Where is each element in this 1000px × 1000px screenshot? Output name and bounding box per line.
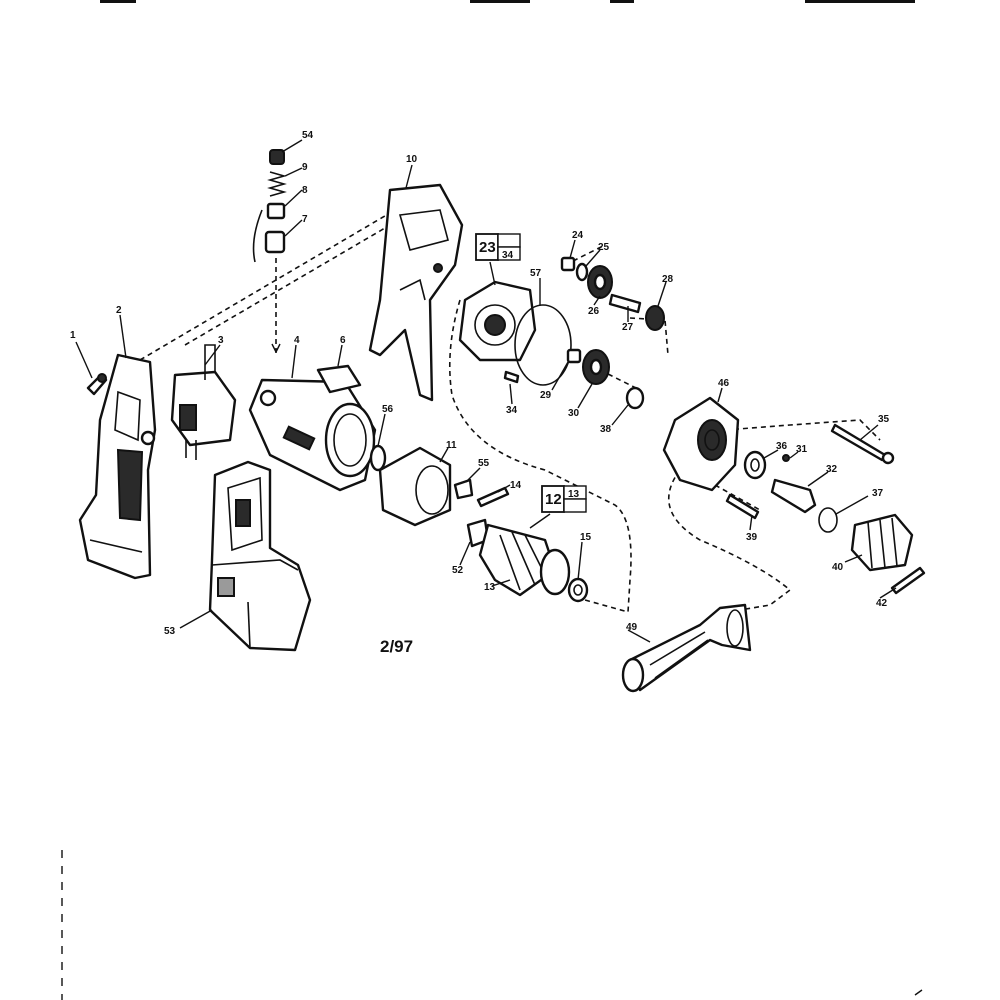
part-30-gear [582, 349, 610, 385]
callout-10: 10 [406, 154, 418, 165]
callout-55: 55 [478, 458, 490, 469]
callout-36: 36 [776, 441, 788, 452]
crop-marks [61, 850, 923, 1000]
part-24-bushing [560, 256, 576, 272]
callout-35: 35 [878, 414, 890, 425]
callout-leaders [75, 139, 897, 643]
part-40-chuck [850, 513, 914, 572]
part-4-motor-housing [248, 378, 377, 492]
callout-28: 28 [662, 274, 674, 285]
part-11-field-magnet [378, 446, 452, 527]
callout-56: 56 [382, 404, 394, 415]
callout-32: 32 [826, 464, 838, 475]
callout-49: 49 [626, 622, 638, 633]
callout-numbers: 1 2 3 4 6 54 9 8 7 10 11 56 55 14 15 52 … [70, 130, 890, 637]
part-53-battery [208, 460, 312, 652]
kit-12-sub-number: 13 [568, 489, 580, 500]
callout-14: 14 [510, 480, 522, 491]
callout-3: 3 [218, 335, 224, 346]
part-55-clip [453, 478, 474, 500]
part-31-pin [782, 454, 790, 462]
callout-4: 4 [294, 335, 300, 346]
part-14-screw [476, 486, 510, 508]
callout-6: 6 [340, 335, 346, 346]
part-15-bearing [567, 577, 589, 603]
part-37-ring [818, 507, 838, 533]
part-2-handle-housing [78, 353, 157, 580]
part-27-shaft [608, 293, 642, 314]
callout-52: 52 [452, 565, 464, 576]
callout-15: 15 [580, 532, 592, 543]
callout-40: 40 [832, 562, 844, 573]
part-54-cap [269, 149, 285, 165]
callout-39: 39 [746, 532, 758, 543]
callout-57: 57 [530, 268, 542, 279]
part-39-screw [725, 493, 760, 520]
part-23-gear-plate [458, 280, 537, 362]
kit-12-main-number: 12 [545, 491, 562, 508]
callout-13: 13 [484, 582, 496, 593]
cropped-header-marks [100, 0, 915, 3]
part-35-screw [830, 423, 895, 465]
part-1-screw [86, 373, 108, 396]
callout-30: 30 [568, 408, 580, 419]
part-56-ring [369, 444, 387, 472]
part-13-armature [478, 523, 571, 597]
callout-9: 9 [302, 162, 308, 173]
date-code: 2/97 [380, 637, 413, 656]
kit-box-12-13: 12 13 [529, 485, 587, 529]
part-7-brush [252, 209, 286, 355]
kit-23-sub-number: 34 [502, 250, 514, 261]
kit-23-main-number: 23 [479, 239, 496, 256]
callout-27: 27 [622, 322, 634, 333]
callout-1: 1 [70, 330, 76, 341]
callout-29: 29 [540, 390, 552, 401]
callout-8: 8 [302, 185, 308, 196]
part-42-chuck-key [890, 566, 926, 595]
callout-7: 7 [302, 214, 308, 225]
callout-38: 38 [600, 424, 612, 435]
callout-37: 37 [872, 488, 884, 499]
part-36-bearing [743, 450, 767, 480]
part-38-bearing [625, 386, 645, 410]
callout-31: 31 [796, 444, 808, 455]
part-25-washer [575, 262, 589, 282]
callout-54: 54 [302, 130, 314, 141]
callout-25: 25 [598, 242, 610, 253]
part-28-nut [645, 305, 665, 331]
callout-11: 11 [446, 440, 457, 451]
callout-42: 42 [876, 598, 888, 609]
callout-46: 46 [718, 378, 730, 389]
callout-53: 53 [164, 626, 176, 637]
callout-26: 26 [588, 306, 600, 317]
callout-2: 2 [116, 305, 122, 316]
callout-34: 34 [506, 405, 518, 416]
part-10-housing-half [368, 183, 464, 402]
part-29-bushing [566, 348, 582, 364]
kit-box-23-34: 23 34 [475, 233, 521, 286]
part-9-spring [267, 171, 287, 197]
part-3-switch [170, 344, 237, 460]
part-34-pin [503, 370, 520, 384]
part-57-gasket [514, 304, 572, 386]
assembly-dash-lines [139, 209, 881, 614]
part-8-contact [266, 202, 286, 220]
part-26-gear [587, 265, 613, 299]
part-49-side-handle [621, 603, 752, 693]
callout-24: 24 [572, 230, 584, 241]
part-46-gear-case [662, 396, 740, 492]
part-6-magnet [316, 364, 362, 394]
part-32-spindle [770, 478, 817, 514]
